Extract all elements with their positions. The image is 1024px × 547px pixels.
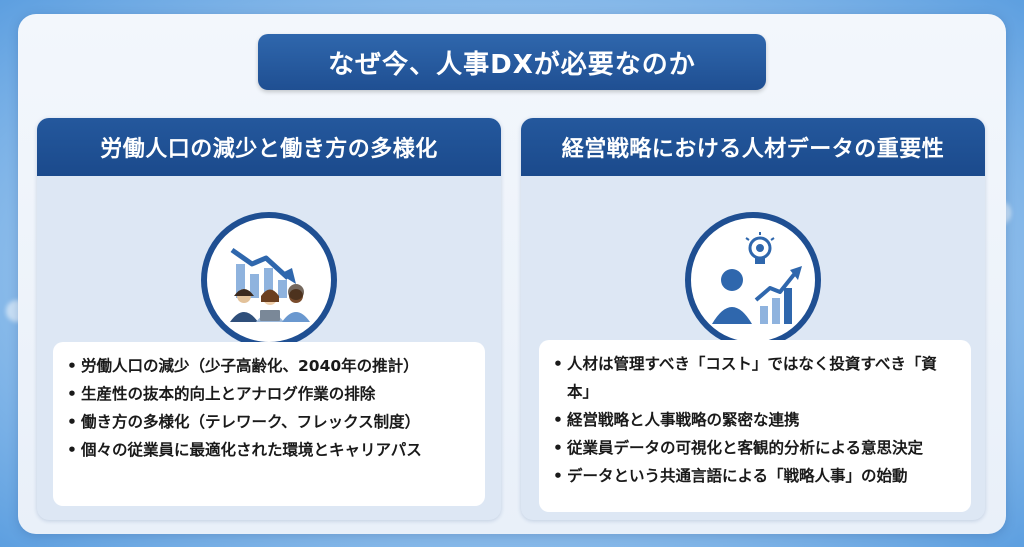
panel-labor-diversity: 労働人口の減少と働き方の多様化 労働人口の減少（少子高齢化、2040年の推計） — [37, 118, 501, 520]
list-item: 人材は管理すべき「コスト」ではなく投資すべき「資本」 — [553, 350, 957, 406]
bullet-list: 人材は管理すべき「コスト」ではなく投資すべき「資本」 経営戦略と人事戦略の緊密な… — [539, 340, 971, 512]
list-item: 労働人口の減少（少子高齢化、2040年の推計） — [67, 352, 471, 380]
list-item: 従業員データの可視化と客観的分析による意思決定 — [553, 434, 957, 462]
panel-heading: 労働人口の減少と働き方の多様化 — [37, 118, 501, 176]
declining-chart-people-icon — [201, 212, 337, 348]
list-item: 経営戦略と人事戦略の緊密な連携 — [553, 406, 957, 434]
list-item: 生産性の抜本的向上とアナログ作業の排除 — [67, 380, 471, 408]
panel-heading: 経営戦略における人材データの重要性 — [521, 118, 985, 176]
list-item: データという共通言語による「戦略人事」の始動 — [553, 462, 957, 490]
panel-talent-data: 経営戦略における人材データの重要性 人材は管理すべき「コスト」ではなく投資すべき… — [521, 118, 985, 520]
person-growth-lightbulb-icon — [685, 212, 821, 348]
list-item: 働き方の多様化（テレワーク、フレックス制度） — [67, 408, 471, 436]
bullet-list: 労働人口の減少（少子高齢化、2040年の推計） 生産性の抜本的向上とアナログ作業… — [53, 342, 485, 506]
list-item: 個々の従業員に最適化された環境とキャリアパス — [67, 436, 471, 464]
slide-title: なぜ今、人事DXが必要なのか — [258, 34, 766, 90]
